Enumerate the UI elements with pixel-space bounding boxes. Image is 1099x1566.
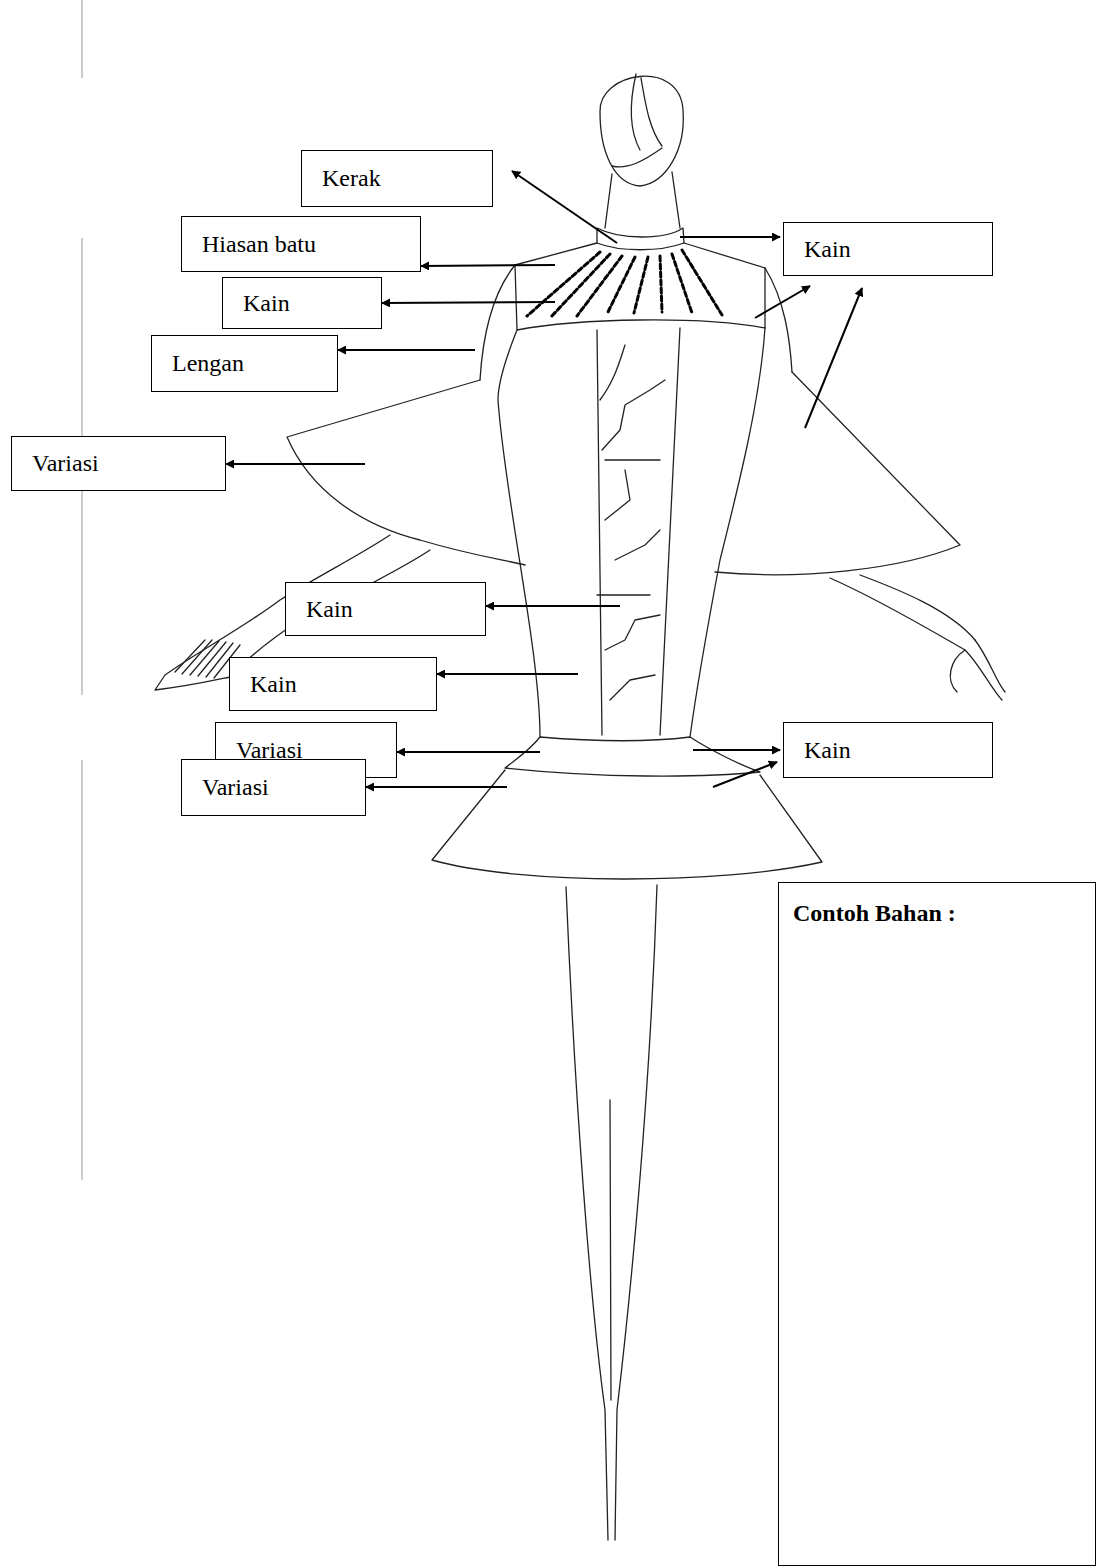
leader-arrow	[805, 288, 862, 428]
leader-arrow	[338, 349, 475, 351]
leader-arrow	[713, 762, 777, 787]
bead-row	[607, 257, 635, 314]
stone-beads	[527, 250, 722, 318]
leader-arrow	[486, 605, 620, 607]
label-box: Lengan	[151, 335, 338, 392]
part-label: Kain	[286, 595, 485, 624]
material-sample-box: Contoh Bahan :	[778, 882, 1096, 1566]
part-label: Kain	[784, 736, 992, 765]
bead-row	[660, 256, 662, 312]
leader-arrow	[421, 265, 555, 266]
part-label: Contoh Bahan :	[779, 899, 1095, 928]
part-label: Hiasan batu	[182, 230, 420, 259]
part-label: Variasi	[12, 449, 225, 478]
part-label: Kain	[223, 289, 381, 318]
scan-line	[81, 760, 83, 1180]
head	[600, 76, 683, 186]
neck	[605, 172, 680, 228]
leader-arrow	[437, 673, 578, 675]
label-box: Kain	[285, 582, 486, 636]
bead-row	[682, 250, 722, 315]
right-sleeve	[765, 268, 792, 372]
leader-arrow	[680, 236, 780, 238]
right-bell	[715, 372, 960, 575]
label-box: Variasi	[181, 759, 366, 816]
hair	[612, 74, 662, 167]
part-label: Kain	[230, 670, 436, 699]
bead-row	[527, 252, 600, 316]
leader-arrow	[397, 751, 540, 753]
part-label: Lengan	[152, 349, 337, 378]
scan-line	[81, 0, 83, 78]
part-label: Kain	[784, 235, 992, 264]
right-hand	[950, 640, 1005, 692]
bodice	[498, 328, 765, 737]
legs	[566, 885, 657, 1540]
label-box: Kain	[783, 222, 993, 276]
label-box: Hiasan batu	[181, 216, 421, 272]
label-box: Variasi	[11, 436, 226, 491]
label-box: Kain	[783, 722, 993, 778]
left-bell	[287, 380, 525, 565]
part-label: Kerak	[302, 164, 492, 193]
leader-arrow	[366, 786, 507, 788]
center-panel	[597, 328, 680, 735]
bead-row	[672, 254, 692, 313]
part-label: Variasi	[182, 773, 365, 802]
label-box: Kain	[222, 277, 382, 329]
leader-arrow	[693, 749, 780, 751]
waist-band	[505, 737, 760, 776]
label-box: Kain	[229, 657, 437, 711]
right-arm	[830, 575, 1002, 700]
leader-arrow	[382, 302, 555, 303]
bead-row	[577, 256, 622, 316]
leader-arrow	[755, 286, 810, 318]
left-sleeve	[480, 265, 515, 380]
bead-row	[634, 257, 648, 313]
label-box: Kerak	[301, 150, 493, 207]
scan-marks	[81, 0, 83, 1180]
leader-arrow	[226, 463, 365, 465]
crack-lines	[597, 345, 665, 700]
yoke	[515, 265, 765, 330]
leader-arrow	[512, 171, 617, 243]
